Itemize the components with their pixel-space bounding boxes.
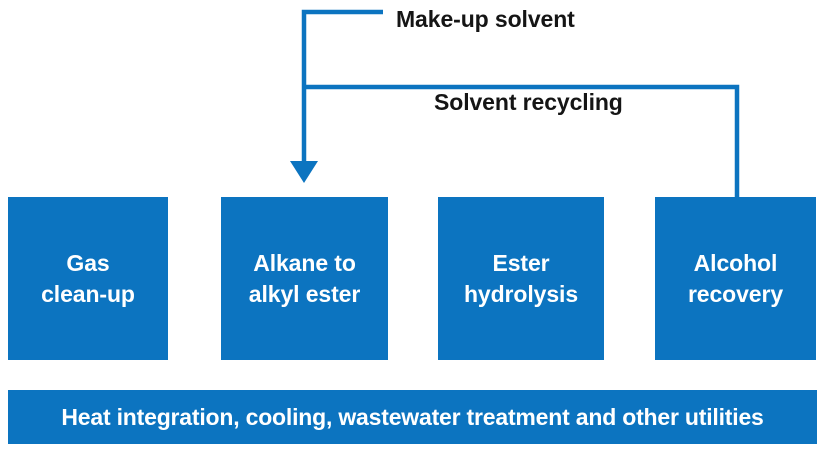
process-box-label: Gas clean-up bbox=[41, 249, 135, 307]
process-box-label: Alcohol recovery bbox=[687, 249, 784, 307]
flow-label-solvent-recycling: Solvent recycling bbox=[434, 89, 623, 115]
flow-label-make-up-solvent: Make-up solvent bbox=[396, 6, 575, 32]
process-box-gas-clean-up[interactable]: Gas clean-up bbox=[8, 197, 168, 360]
process-box-alkane-to-alkyl-ester[interactable]: Alkane to alkyl ester bbox=[221, 197, 388, 360]
down-arrowhead-icon bbox=[290, 161, 318, 183]
process-box-ester-hydrolysis[interactable]: Ester hydrolysis bbox=[438, 197, 604, 360]
process-box-alcohol-recovery[interactable]: Alcohol recovery bbox=[655, 197, 816, 360]
process-box-label: Alkane to alkyl ester bbox=[248, 249, 361, 307]
utilities-bar-label: Heat integration, cooling, wastewater tr… bbox=[61, 403, 764, 430]
utilities-bar[interactable]: Heat integration, cooling, wastewater tr… bbox=[8, 390, 817, 444]
make-up-solvent-connector bbox=[301, 9, 383, 163]
process-box-label: Ester hydrolysis bbox=[463, 249, 579, 307]
